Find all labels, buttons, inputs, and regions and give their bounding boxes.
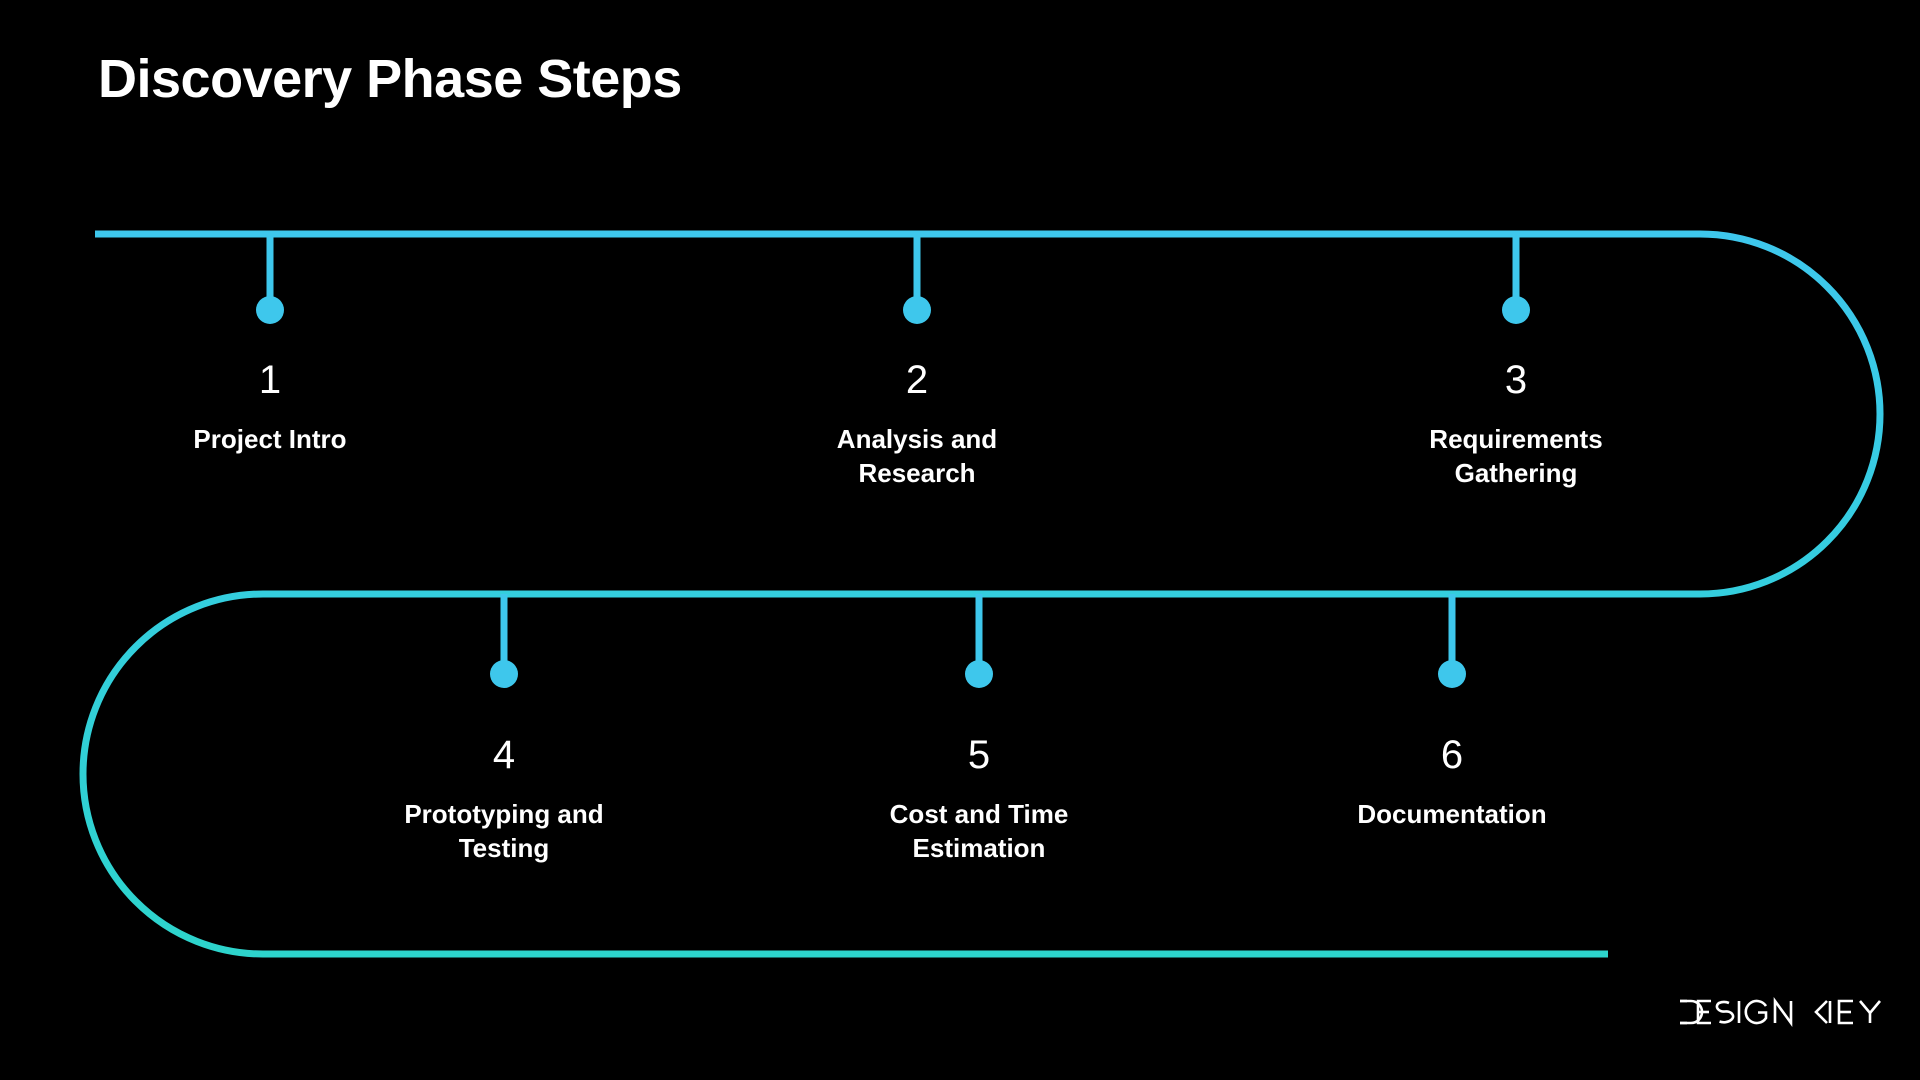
marker-dot-1[interactable] <box>256 296 284 324</box>
timeline-step-2[interactable]: 2 Analysis and Research <box>707 360 1127 491</box>
timeline-step-3[interactable]: 3 Requirements Gathering <box>1306 360 1726 491</box>
step-number-3: 3 <box>1504 358 1528 402</box>
marker-dot-5[interactable] <box>965 660 993 688</box>
step-label-5: Cost and Time Estimation <box>889 799 1069 864</box>
marker-group-5 <box>965 594 993 688</box>
timeline-step-6[interactable]: 6 Documentation <box>1242 735 1662 831</box>
step-label-4: Prototyping and Testing <box>404 799 604 864</box>
marker-dot-6[interactable] <box>1438 660 1466 688</box>
brand-logo <box>1678 995 1888 1029</box>
marker-group-4 <box>490 594 518 688</box>
timeline-step-5[interactable]: 5 Cost and Time Estimation <box>769 735 1189 866</box>
step-number-6: 6 <box>1440 733 1464 777</box>
step-number-1: 1 <box>258 358 282 402</box>
timeline-step-1[interactable]: 1 Project Intro <box>60 360 480 456</box>
marker-group-1 <box>256 234 284 324</box>
step-label-6: Documentation <box>1357 799 1547 829</box>
design-key-logo-icon <box>1680 997 1881 1027</box>
step-label-3: Requirements Gathering <box>1429 424 1603 489</box>
step-label-2: Analysis and Research <box>836 424 998 489</box>
marker-dot-2[interactable] <box>903 296 931 324</box>
marker-dot-3[interactable] <box>1502 296 1530 324</box>
timeline-step-4[interactable]: 4 Prototyping and Testing <box>294 735 714 866</box>
marker-group-2 <box>903 234 931 324</box>
marker-group-3 <box>1502 234 1530 324</box>
step-number-5: 5 <box>967 733 991 777</box>
step-number-2: 2 <box>905 358 929 402</box>
page-title: Discovery Phase Steps <box>98 49 682 109</box>
marker-dot-4[interactable] <box>490 660 518 688</box>
marker-group-6 <box>1438 594 1466 688</box>
step-number-4: 4 <box>492 733 516 777</box>
step-label-1: Project Intro <box>193 424 347 454</box>
